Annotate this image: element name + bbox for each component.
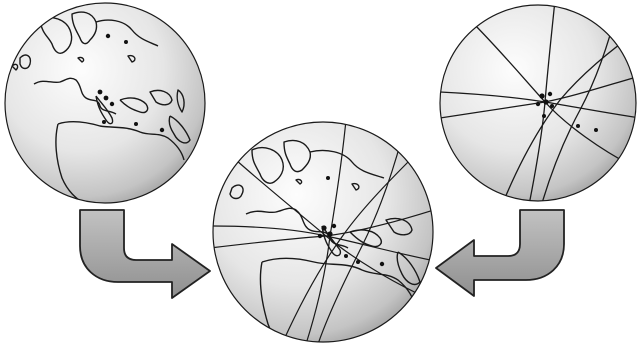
combined-globe-icon — [210, 120, 440, 345]
map-globe-icon — [5, 3, 205, 204]
bent-arrow-right-icon — [80, 210, 210, 298]
bent-arrow-left-icon — [436, 210, 564, 296]
great-circle-globe-icon — [440, 0, 639, 210]
